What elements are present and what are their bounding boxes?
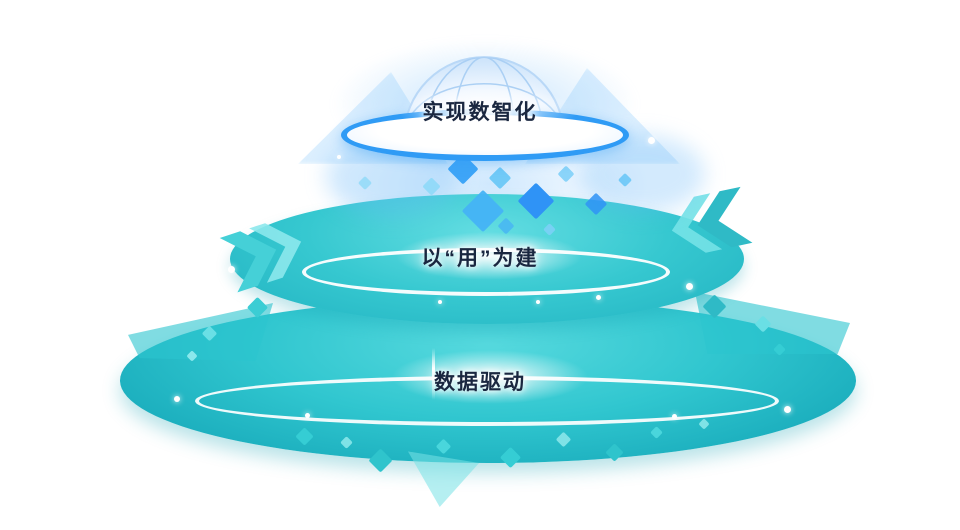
chevron-arrows-right-icon xyxy=(671,186,753,253)
sparkle-dot xyxy=(648,137,655,144)
sparkle-dot xyxy=(596,295,601,300)
sparkle-dot xyxy=(228,266,235,273)
sparkle-dot xyxy=(337,155,341,159)
sparkle-dot xyxy=(438,300,442,304)
tier-bottom-label: 数据驱动 xyxy=(434,371,526,394)
sparkle-dot xyxy=(289,130,295,136)
tier-bottom-label-glow xyxy=(392,350,588,404)
tier-middle-label: 以“用”为建 xyxy=(421,247,539,270)
tier-top-label: 实现数智化 xyxy=(422,101,538,124)
chevron-arrows-left-icon xyxy=(219,223,302,293)
sparkle-dot xyxy=(174,396,180,402)
tier-middle-label-glow xyxy=(396,232,582,280)
sparkle-dot xyxy=(686,283,693,290)
sparkle-dot xyxy=(672,414,677,419)
sparkle-dot xyxy=(784,406,791,413)
light-beam xyxy=(432,348,435,400)
tier-top-label-glow xyxy=(398,88,578,134)
sparkle-dot xyxy=(536,300,540,304)
sparkle-dot xyxy=(305,413,310,418)
